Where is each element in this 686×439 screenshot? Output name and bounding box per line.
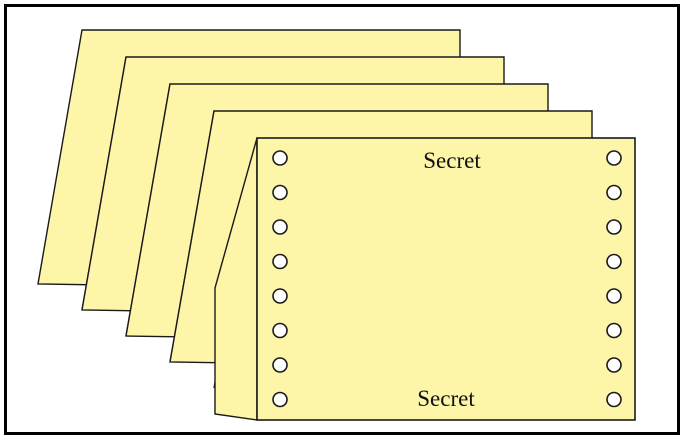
tractor-hole-left [272, 391, 288, 408]
tractor-hole-left [272, 253, 288, 270]
secret-label-top: Secret [423, 148, 481, 173]
tractor-hole-left [272, 357, 288, 373]
tractor-hole-left [272, 322, 288, 339]
tractor-holes-right [606, 150, 622, 408]
tractor-hole-right [606, 219, 622, 235]
tractor-hole-right [606, 322, 622, 339]
front-sheet [214, 137, 636, 421]
tractor-hole-left [272, 184, 288, 201]
tractor-hole-right [606, 150, 622, 166]
tractor-hole-left [272, 150, 288, 166]
tractor-hole-right [606, 184, 622, 201]
tractor-holes-left [272, 150, 288, 408]
tractor-hole-right [606, 391, 622, 408]
tractor-hole-right [606, 253, 622, 270]
tractor-hole-right [606, 288, 622, 304]
tractor-hole-right [606, 357, 622, 373]
front-sheet-body [256, 137, 636, 421]
tractor-hole-left [272, 288, 288, 304]
tractor-hole-left [272, 219, 288, 235]
secret-label-bottom: Secret [417, 386, 475, 411]
